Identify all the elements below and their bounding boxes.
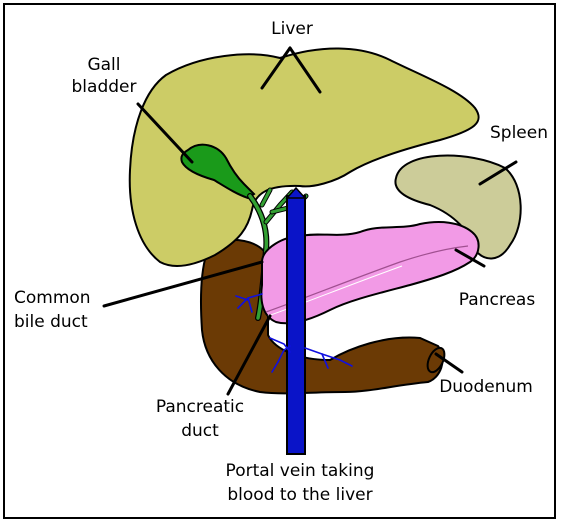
label-gall-bladder-1: Gall <box>87 55 120 75</box>
label-common-bile-duct-2: bile duct <box>14 312 88 332</box>
label-pancreatic-duct-2: duct <box>181 421 219 441</box>
label-pancreatic-duct-1: Pancreatic <box>156 397 244 417</box>
label-liver: Liver <box>271 19 313 39</box>
label-portal-vein-2: blood to the liver <box>227 485 372 505</box>
portal-vein <box>287 188 305 454</box>
label-duodenum: Duodenum <box>439 377 533 397</box>
label-gall-bladder-2: bladder <box>72 77 137 97</box>
label-pancreas: Pancreas <box>459 290 536 310</box>
label-spleen: Spleen <box>490 123 548 143</box>
portal-vein-body <box>287 196 305 454</box>
label-common-bile-duct-1: Common <box>14 288 91 308</box>
label-portal-vein-1: Portal vein taking <box>226 461 375 481</box>
